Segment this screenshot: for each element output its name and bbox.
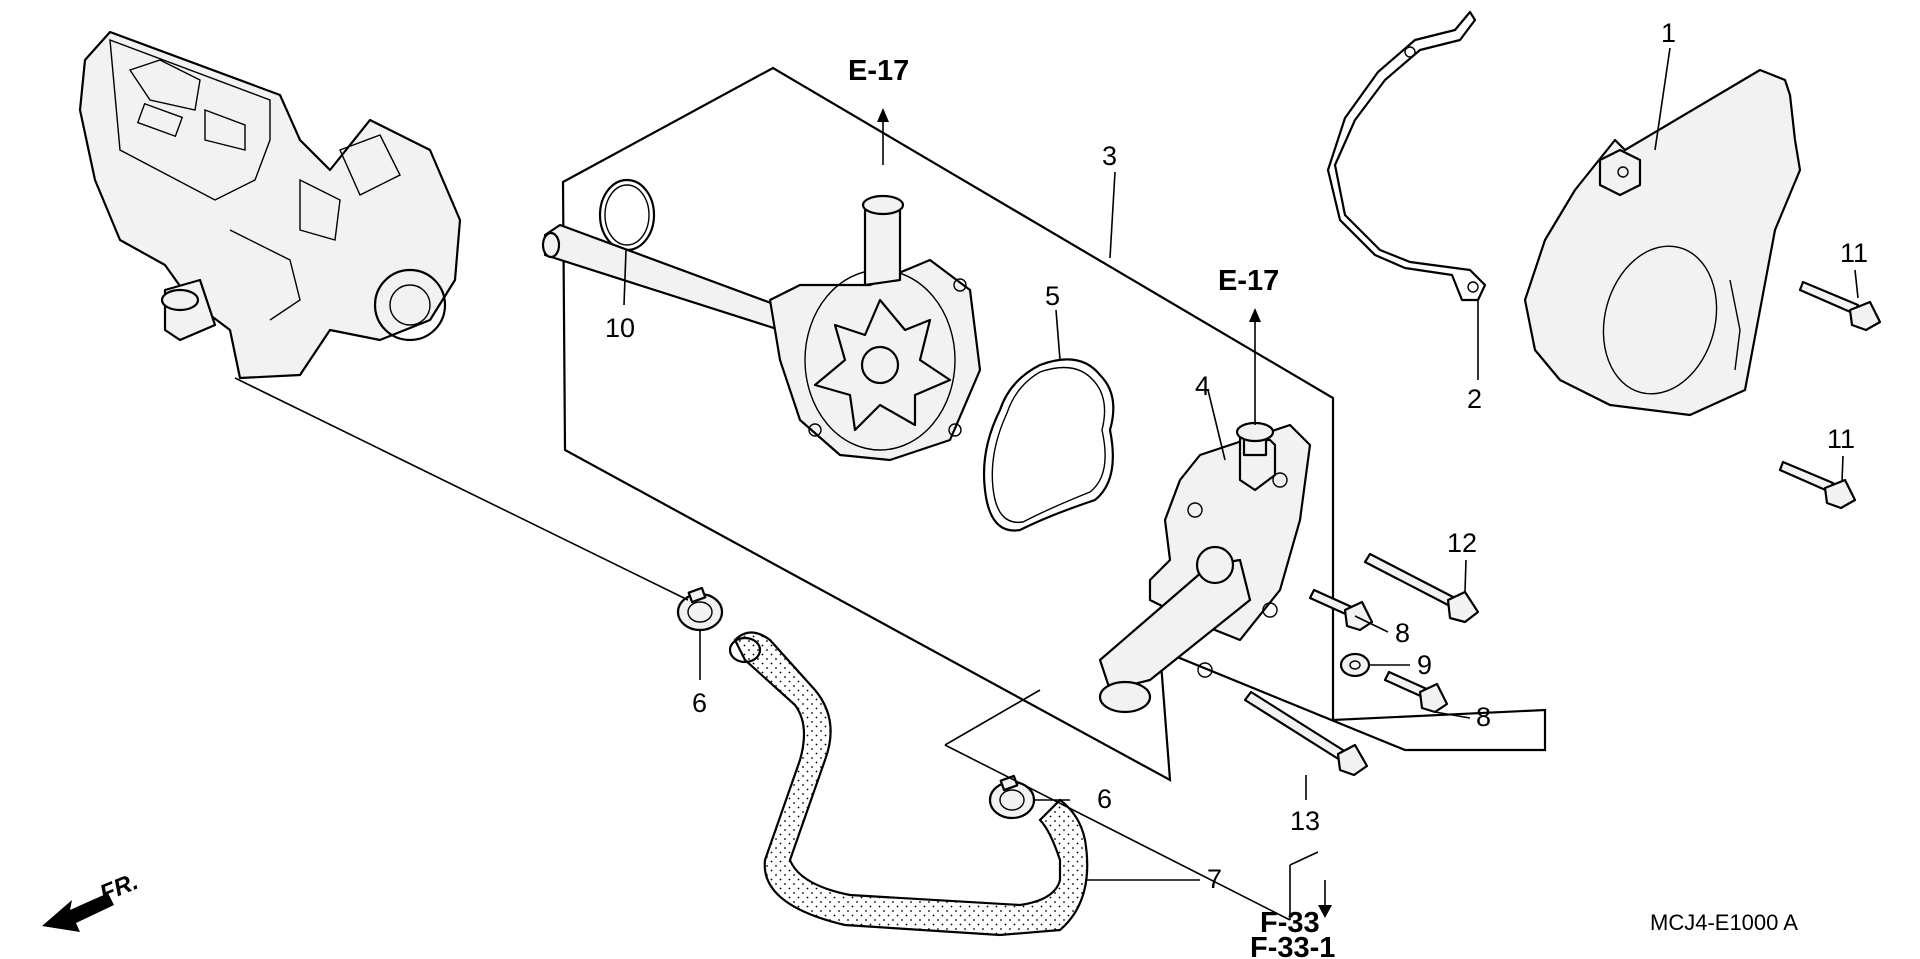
callout-9: 9: [1417, 650, 1432, 680]
callout-1: 1: [1661, 18, 1676, 48]
reference-f33: F-33: [1260, 907, 1320, 939]
callout-13: 13: [1290, 806, 1320, 836]
reference-e17-mid: E-17: [1218, 265, 1279, 297]
callout-3: 3: [1102, 141, 1117, 171]
part-2-bracket: [1326, 10, 1487, 302]
assembly-frame: [561, 66, 1547, 782]
callout-11-bottom: 11: [1827, 424, 1855, 454]
part-8-bolt-upper: [1308, 588, 1374, 632]
callout-10: 10: [605, 313, 635, 343]
reference-f33-1: F-33-1: [1250, 932, 1335, 959]
callout-8-upper: 8: [1395, 618, 1410, 648]
part-6-clamp-lower: [988, 774, 1036, 820]
callout-5: 5: [1045, 281, 1060, 311]
part-10-o-ring: [598, 178, 656, 252]
callout-11-top: 11: [1840, 238, 1868, 268]
front-direction-indicator: FR.: [42, 868, 142, 932]
callout-12: 12: [1447, 528, 1477, 558]
callout-6-upper: 6: [692, 688, 707, 718]
part-1-outer-cover: [1523, 68, 1802, 417]
callout-2: 2: [1467, 384, 1482, 414]
part-3-water-pump-assembly: [541, 194, 982, 462]
reference-arrow-mid: [1249, 308, 1261, 425]
front-label: FR.: [96, 868, 142, 908]
part-13-long-bolt: [1243, 690, 1369, 777]
leader-lines: [234, 47, 1859, 921]
part-9-washer: [1339, 652, 1371, 678]
reference-e17-top: E-17: [848, 55, 909, 87]
diagram-code: MCJ4-E1000 A: [1650, 910, 1798, 935]
front-arrow-icon: [42, 893, 114, 932]
part-11-bolt-bottom: [1778, 460, 1857, 510]
callout-7: 7: [1207, 864, 1222, 894]
callout-4: 4: [1195, 371, 1210, 401]
part-4-pump-cover: [1098, 421, 1312, 714]
part-7-water-hose: [733, 631, 1089, 937]
part-6-clamp-upper: [676, 586, 724, 632]
callout-6-lower: 6: [1097, 784, 1112, 814]
engine-block-illustration: [78, 30, 462, 380]
part-11-bolt-top: [1798, 280, 1882, 332]
part-8-bolt-lower: [1383, 670, 1449, 714]
callout-8-lower: 8: [1476, 702, 1491, 732]
part-12-long-bolt: [1363, 552, 1480, 624]
reference-arrow-top: [877, 108, 889, 165]
part-5-gasket: [982, 358, 1115, 532]
